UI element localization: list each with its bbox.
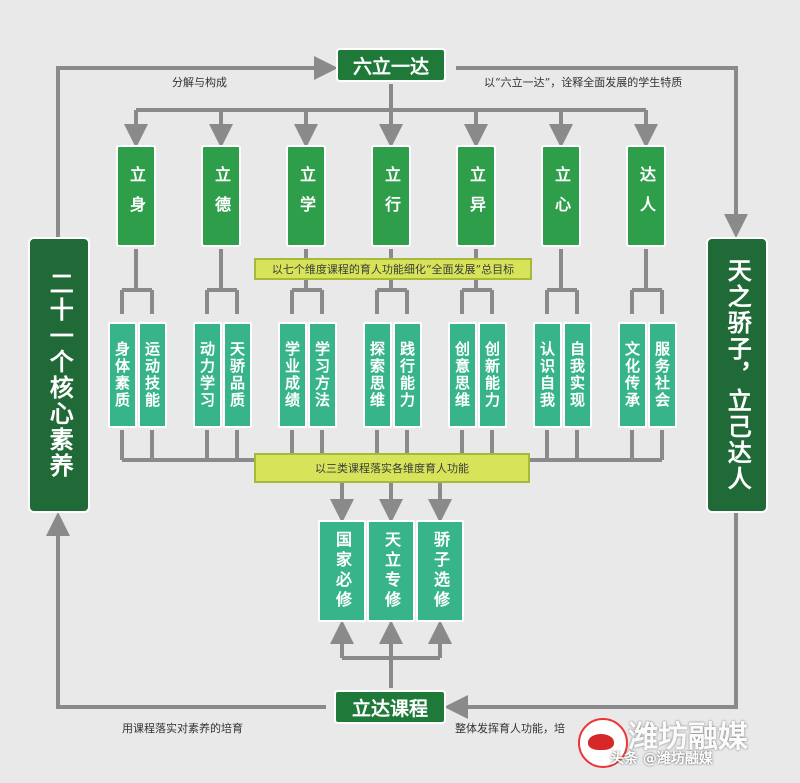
sub-box: 创新能力 bbox=[478, 322, 507, 428]
watermark-logo-icon bbox=[578, 718, 628, 768]
banner-seven-dimensions: 以七个维度课程的育人功能细化“全面发展”总目标 bbox=[254, 258, 532, 280]
sub-box: 践行能力 bbox=[393, 322, 422, 428]
note-decomposition: 分解与构成 bbox=[172, 76, 227, 89]
pillar-li-shen: 立身 bbox=[116, 145, 156, 247]
sub-box: 学业成绩 bbox=[278, 322, 307, 428]
sub-box: 天骄品质 bbox=[223, 322, 252, 428]
course-tianli-special: 天立专修 bbox=[367, 520, 415, 622]
pillar-li-yi: 立异 bbox=[456, 145, 496, 247]
sub-box: 动力学习 bbox=[193, 322, 222, 428]
split-1 bbox=[120, 249, 154, 314]
sub-box: 运动技能 bbox=[138, 322, 167, 428]
right-goal-box: 天之骄子，立己达人 bbox=[706, 237, 768, 513]
note-cultivation: 用课程落实对素养的培育 bbox=[122, 722, 243, 735]
sub-box: 自我实现 bbox=[563, 322, 592, 428]
pillar-li-xin: 立心 bbox=[541, 145, 581, 247]
watermark-text: 潍坊融媒 bbox=[628, 720, 748, 755]
course-national-required: 国家必修 bbox=[318, 520, 366, 622]
loop-left-bottom bbox=[46, 512, 326, 709]
loop-left-top bbox=[56, 56, 338, 237]
sub-box: 认识自我 bbox=[533, 322, 562, 428]
sub-box: 身体素质 bbox=[108, 322, 137, 428]
split-6 bbox=[545, 249, 579, 314]
sub-drops bbox=[120, 430, 664, 460]
sub-box: 探索思维 bbox=[363, 322, 392, 428]
banner-three-course-types: 以三类课程落实各维度育人功能 bbox=[254, 453, 530, 483]
course-jiaozi-elective: 骄子选修 bbox=[416, 520, 464, 622]
left-core-literacy-box: 二十一个核心素养 bbox=[28, 237, 90, 513]
pillar-li-xue: 立学 bbox=[286, 145, 326, 247]
title-six-li-one-da: 六立一达 bbox=[336, 48, 446, 82]
split-2 bbox=[205, 249, 239, 314]
sub-box: 文化传承 bbox=[618, 322, 647, 428]
pillar-li-de: 立德 bbox=[201, 145, 241, 247]
sub-box: 服务社会 bbox=[648, 322, 677, 428]
sub-box: 学习方法 bbox=[308, 322, 337, 428]
sub-box: 创意思维 bbox=[448, 322, 477, 428]
note-interpretation: 以“六立一达”，诠释全面发展的学生特质 bbox=[484, 76, 683, 89]
loop-right-top bbox=[456, 66, 748, 238]
loop-right-bottom bbox=[444, 513, 738, 719]
note-overall-function: 整体发挥育人功能，培 bbox=[455, 722, 565, 735]
split-7 bbox=[630, 249, 664, 314]
watermark-handle: 头条 @潍坊融媒 bbox=[610, 751, 713, 767]
pillar-da-ren: 达人 bbox=[626, 145, 666, 247]
pillar-li-xing: 立行 bbox=[371, 145, 411, 247]
title-lida-course: 立达课程 bbox=[334, 690, 446, 724]
